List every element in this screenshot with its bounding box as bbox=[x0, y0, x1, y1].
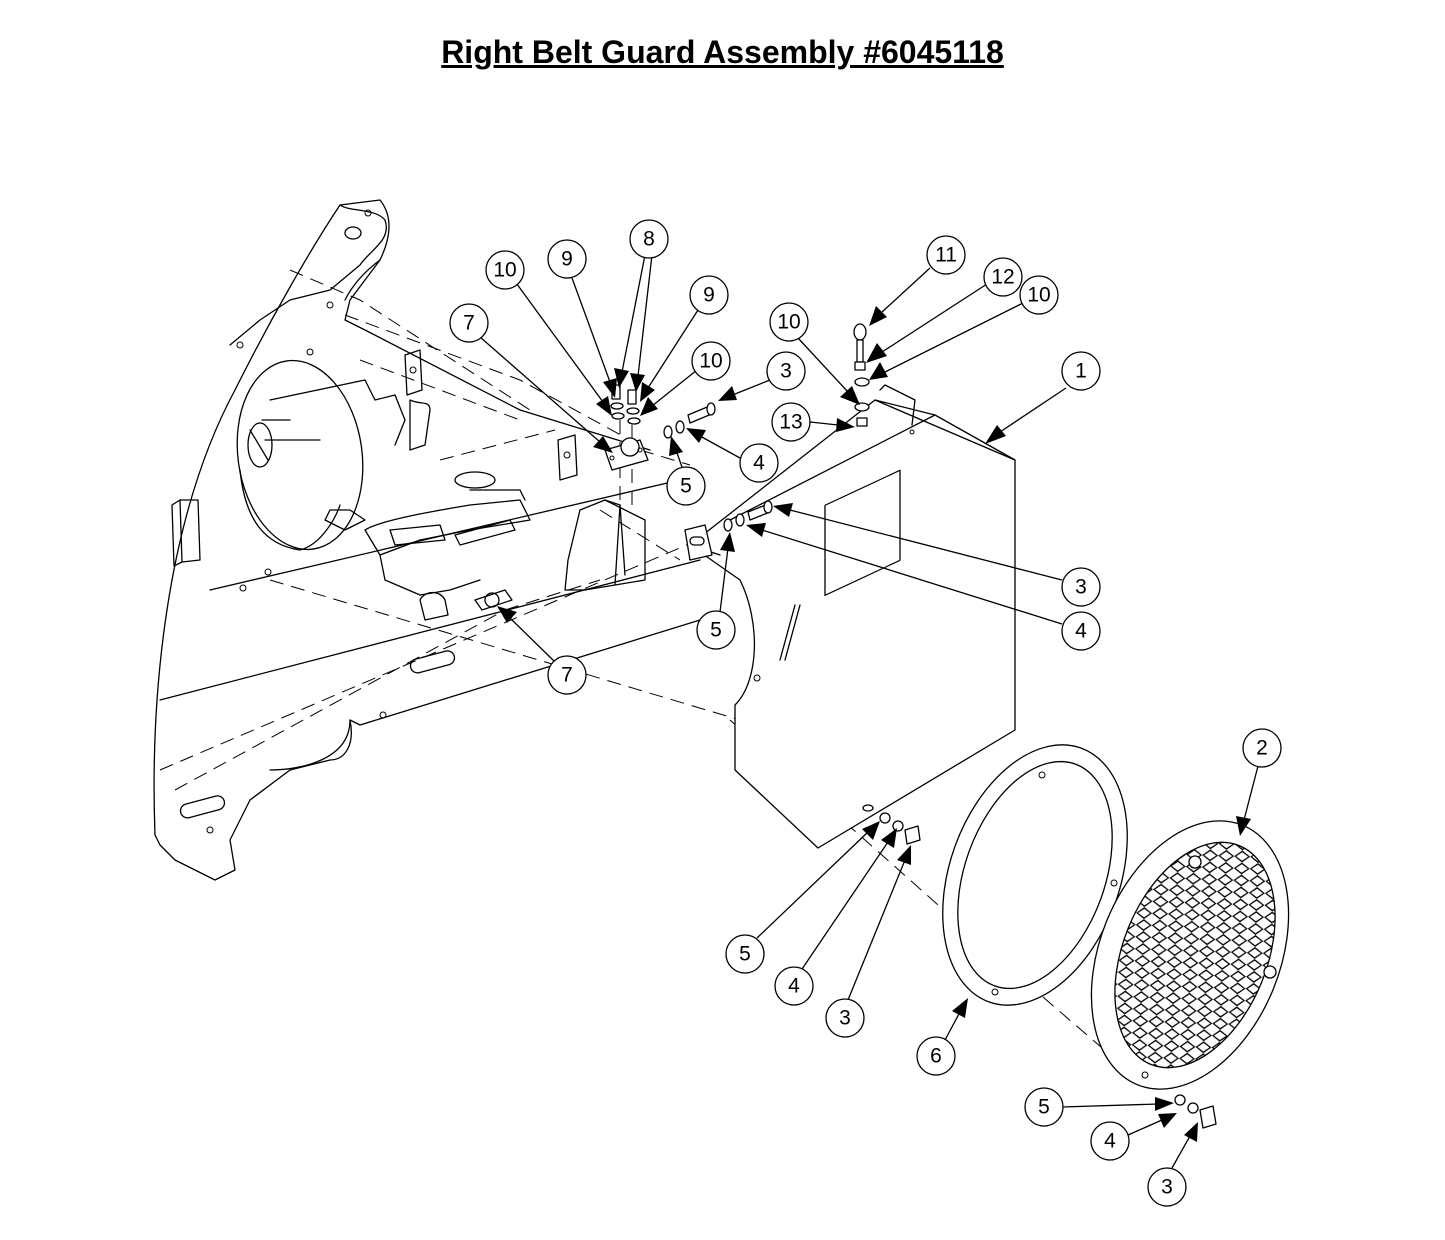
callout-10: 10 bbox=[485, 250, 525, 290]
svg-text:5: 5 bbox=[1038, 1096, 1050, 1119]
svg-text:10: 10 bbox=[699, 350, 722, 373]
callout-11: 11 bbox=[926, 235, 966, 275]
frame-assembly bbox=[153, 199, 701, 881]
svg-text:13: 13 bbox=[779, 411, 802, 434]
callout-2: 2 bbox=[1242, 728, 1282, 768]
hardware bbox=[604, 323, 1217, 1129]
screen-guard bbox=[1090, 820, 1290, 1090]
callout-3: 3 bbox=[825, 998, 865, 1038]
svg-text:9: 9 bbox=[561, 248, 573, 271]
callout-7: 7 bbox=[449, 303, 489, 343]
svg-text:7: 7 bbox=[463, 312, 475, 335]
svg-text:5: 5 bbox=[739, 943, 751, 966]
callout-6: 6 bbox=[916, 1036, 956, 1076]
callout-5: 5 bbox=[1024, 1087, 1064, 1127]
callout-1: 1 bbox=[1061, 351, 1101, 391]
svg-text:10: 10 bbox=[777, 311, 800, 334]
svg-text:4: 4 bbox=[788, 975, 800, 998]
callout-5: 5 bbox=[725, 934, 765, 974]
callout-10: 10 bbox=[769, 302, 809, 342]
callout-9: 9 bbox=[547, 239, 587, 279]
callout-3: 3 bbox=[766, 351, 806, 391]
callout-3: 3 bbox=[1061, 567, 1101, 607]
svg-text:3: 3 bbox=[839, 1007, 851, 1030]
svg-text:4: 4 bbox=[1075, 620, 1087, 643]
callout-10: 10 bbox=[1019, 275, 1059, 315]
callout-7: 7 bbox=[547, 655, 587, 695]
callout-4: 4 bbox=[1090, 1121, 1130, 1161]
callout-10: 10 bbox=[691, 341, 731, 381]
callout-13: 13 bbox=[771, 402, 811, 442]
svg-text:2: 2 bbox=[1256, 737, 1268, 760]
callout-9: 9 bbox=[689, 275, 729, 315]
callout-5: 5 bbox=[696, 610, 736, 650]
svg-text:8: 8 bbox=[643, 228, 655, 251]
mounting-ring bbox=[942, 744, 1128, 1006]
svg-text:3: 3 bbox=[780, 360, 792, 383]
page-title: Right Belt Guard Assembly #6045118 bbox=[441, 34, 1004, 70]
callout-12: 12 bbox=[983, 257, 1023, 297]
svg-text:11: 11 bbox=[935, 244, 957, 267]
svg-text:5: 5 bbox=[710, 619, 722, 642]
svg-text:9: 9 bbox=[703, 284, 715, 307]
svg-text:7: 7 bbox=[561, 664, 573, 687]
callout-balloons: 1 2 3 3 3 3 4 4 4 4 5 5 5 5 6 7 7 8 9 9 … bbox=[449, 219, 1282, 1207]
svg-text:5: 5 bbox=[680, 475, 692, 498]
svg-text:12: 12 bbox=[991, 266, 1014, 289]
svg-text:4: 4 bbox=[1104, 1130, 1116, 1153]
callout-4: 4 bbox=[739, 443, 779, 483]
svg-text:10: 10 bbox=[1027, 284, 1050, 307]
svg-text:3: 3 bbox=[1161, 1176, 1173, 1199]
svg-text:6: 6 bbox=[930, 1045, 942, 1068]
callout-4: 4 bbox=[774, 966, 814, 1006]
leader-lines bbox=[479, 254, 1259, 1169]
callout-3: 3 bbox=[1147, 1167, 1187, 1207]
svg-text:10: 10 bbox=[493, 259, 516, 282]
callout-4: 4 bbox=[1061, 611, 1101, 651]
svg-text:3: 3 bbox=[1075, 576, 1087, 599]
svg-text:4: 4 bbox=[753, 452, 765, 475]
svg-text:1: 1 bbox=[1075, 360, 1087, 383]
callout-5: 5 bbox=[666, 466, 706, 506]
callout-8: 8 bbox=[629, 219, 669, 259]
